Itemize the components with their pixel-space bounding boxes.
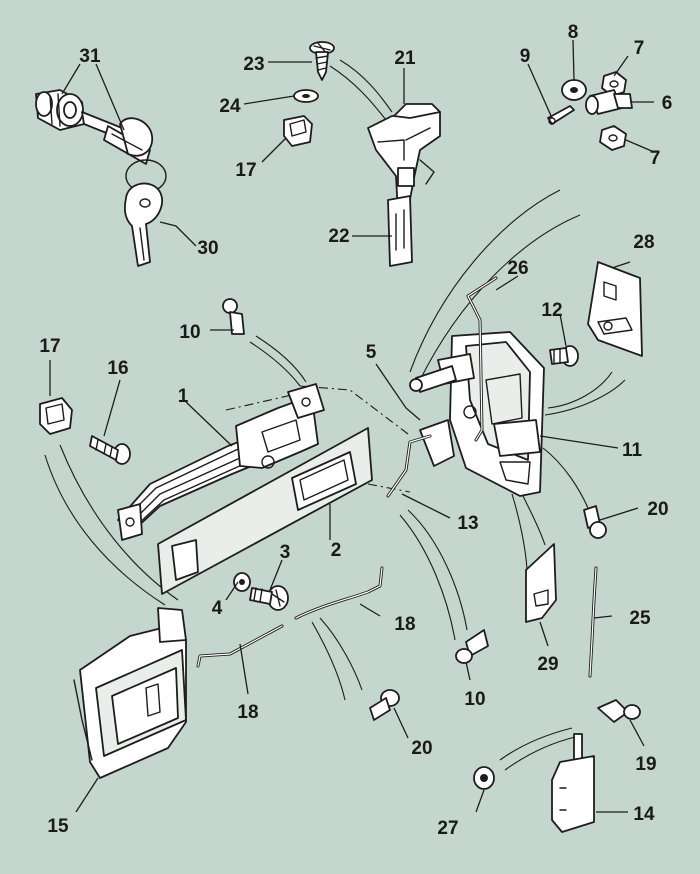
callout-4: 4 (212, 598, 223, 619)
callout-7-bottom: 7 (650, 148, 661, 169)
callout-7-top: 7 (634, 38, 645, 59)
part-washer-27 (473, 766, 495, 790)
callout-26: 26 (507, 258, 528, 279)
callout-27: 27 (437, 818, 458, 839)
part-nut-7-top (601, 71, 627, 97)
callout-19: 19 (635, 754, 656, 775)
callout-8: 8 (568, 22, 579, 43)
callout-29: 29 (537, 654, 558, 675)
part-switch-14 (551, 733, 595, 833)
part-clip-17-left (39, 397, 73, 435)
callout-10-lower: 10 (464, 689, 485, 710)
part-rod-26 (466, 276, 498, 442)
part-washer-24 (293, 89, 319, 103)
part-clip-17-top (283, 115, 313, 147)
callout-15: 15 (47, 816, 69, 837)
callout-31: 31 (79, 46, 101, 67)
callout-12: 12 (541, 300, 562, 321)
part-rod-25 (588, 566, 598, 678)
callout-30: 30 (197, 238, 218, 259)
part-latch-21-22 (367, 103, 441, 267)
callout-28: 28 (633, 232, 654, 253)
callout-2: 2 (331, 540, 342, 561)
part-clip-10-upper (222, 298, 245, 335)
callout-24: 24 (219, 96, 241, 117)
part-washer-4 (233, 572, 251, 592)
part-rod-18-upper (294, 566, 384, 620)
callout-23: 23 (243, 54, 264, 75)
callout-11: 11 (622, 440, 643, 461)
part-clip-20-lower (369, 689, 400, 721)
callout-1: 1 (178, 386, 189, 407)
callout-20-right: 20 (647, 499, 668, 520)
callout-labels: 31 30 23 24 17 21 22 9 8 7 6 7 28 26 12 … (39, 22, 672, 839)
part-plate-28 (587, 261, 643, 357)
part-screw-3 (249, 585, 289, 611)
part-clip-10-lower (455, 629, 489, 664)
part-lock-body-11 (437, 331, 545, 497)
key-two (124, 159, 167, 267)
callout-3: 3 (280, 542, 291, 563)
callout-17-top: 17 (235, 160, 256, 181)
callout-9: 9 (520, 46, 531, 67)
callout-21: 21 (394, 48, 416, 69)
part-clip-20-upper (583, 505, 607, 539)
part-clip-19 (597, 699, 641, 723)
callout-5: 5 (366, 342, 377, 363)
part-screw-23 (309, 41, 335, 81)
part-inner-handle-15 (73, 607, 187, 779)
callout-6: 6 (662, 93, 673, 114)
part-lever-5 (386, 365, 457, 498)
callout-16: 16 (107, 358, 128, 379)
callout-25: 25 (629, 608, 651, 629)
callout-10-upper: 10 (179, 322, 200, 343)
part-outer-handle-1 (117, 383, 325, 541)
callout-20-lower: 20 (411, 738, 432, 759)
part-screw-16 (89, 435, 131, 465)
part-bracket-29 (525, 543, 557, 623)
callout-18-lower: 18 (237, 702, 258, 723)
key-one (103, 117, 154, 165)
part-lock-barrel-31 (35, 89, 125, 141)
part-gasket-2 (157, 427, 373, 595)
callout-13: 13 (457, 513, 478, 534)
callout-17-left: 17 (39, 336, 60, 357)
part-pin-9 (547, 105, 575, 125)
callout-18-upper: 18 (394, 614, 415, 635)
part-nut-7-bottom (599, 125, 627, 151)
part-pivot-6 (585, 89, 633, 115)
part-washer-8 (561, 79, 587, 101)
part-screw-12 (549, 345, 579, 367)
callout-22: 22 (328, 226, 349, 247)
leader-lines (49, 39, 655, 813)
callout-14: 14 (633, 804, 655, 825)
part-rod-18-lower (196, 624, 284, 668)
